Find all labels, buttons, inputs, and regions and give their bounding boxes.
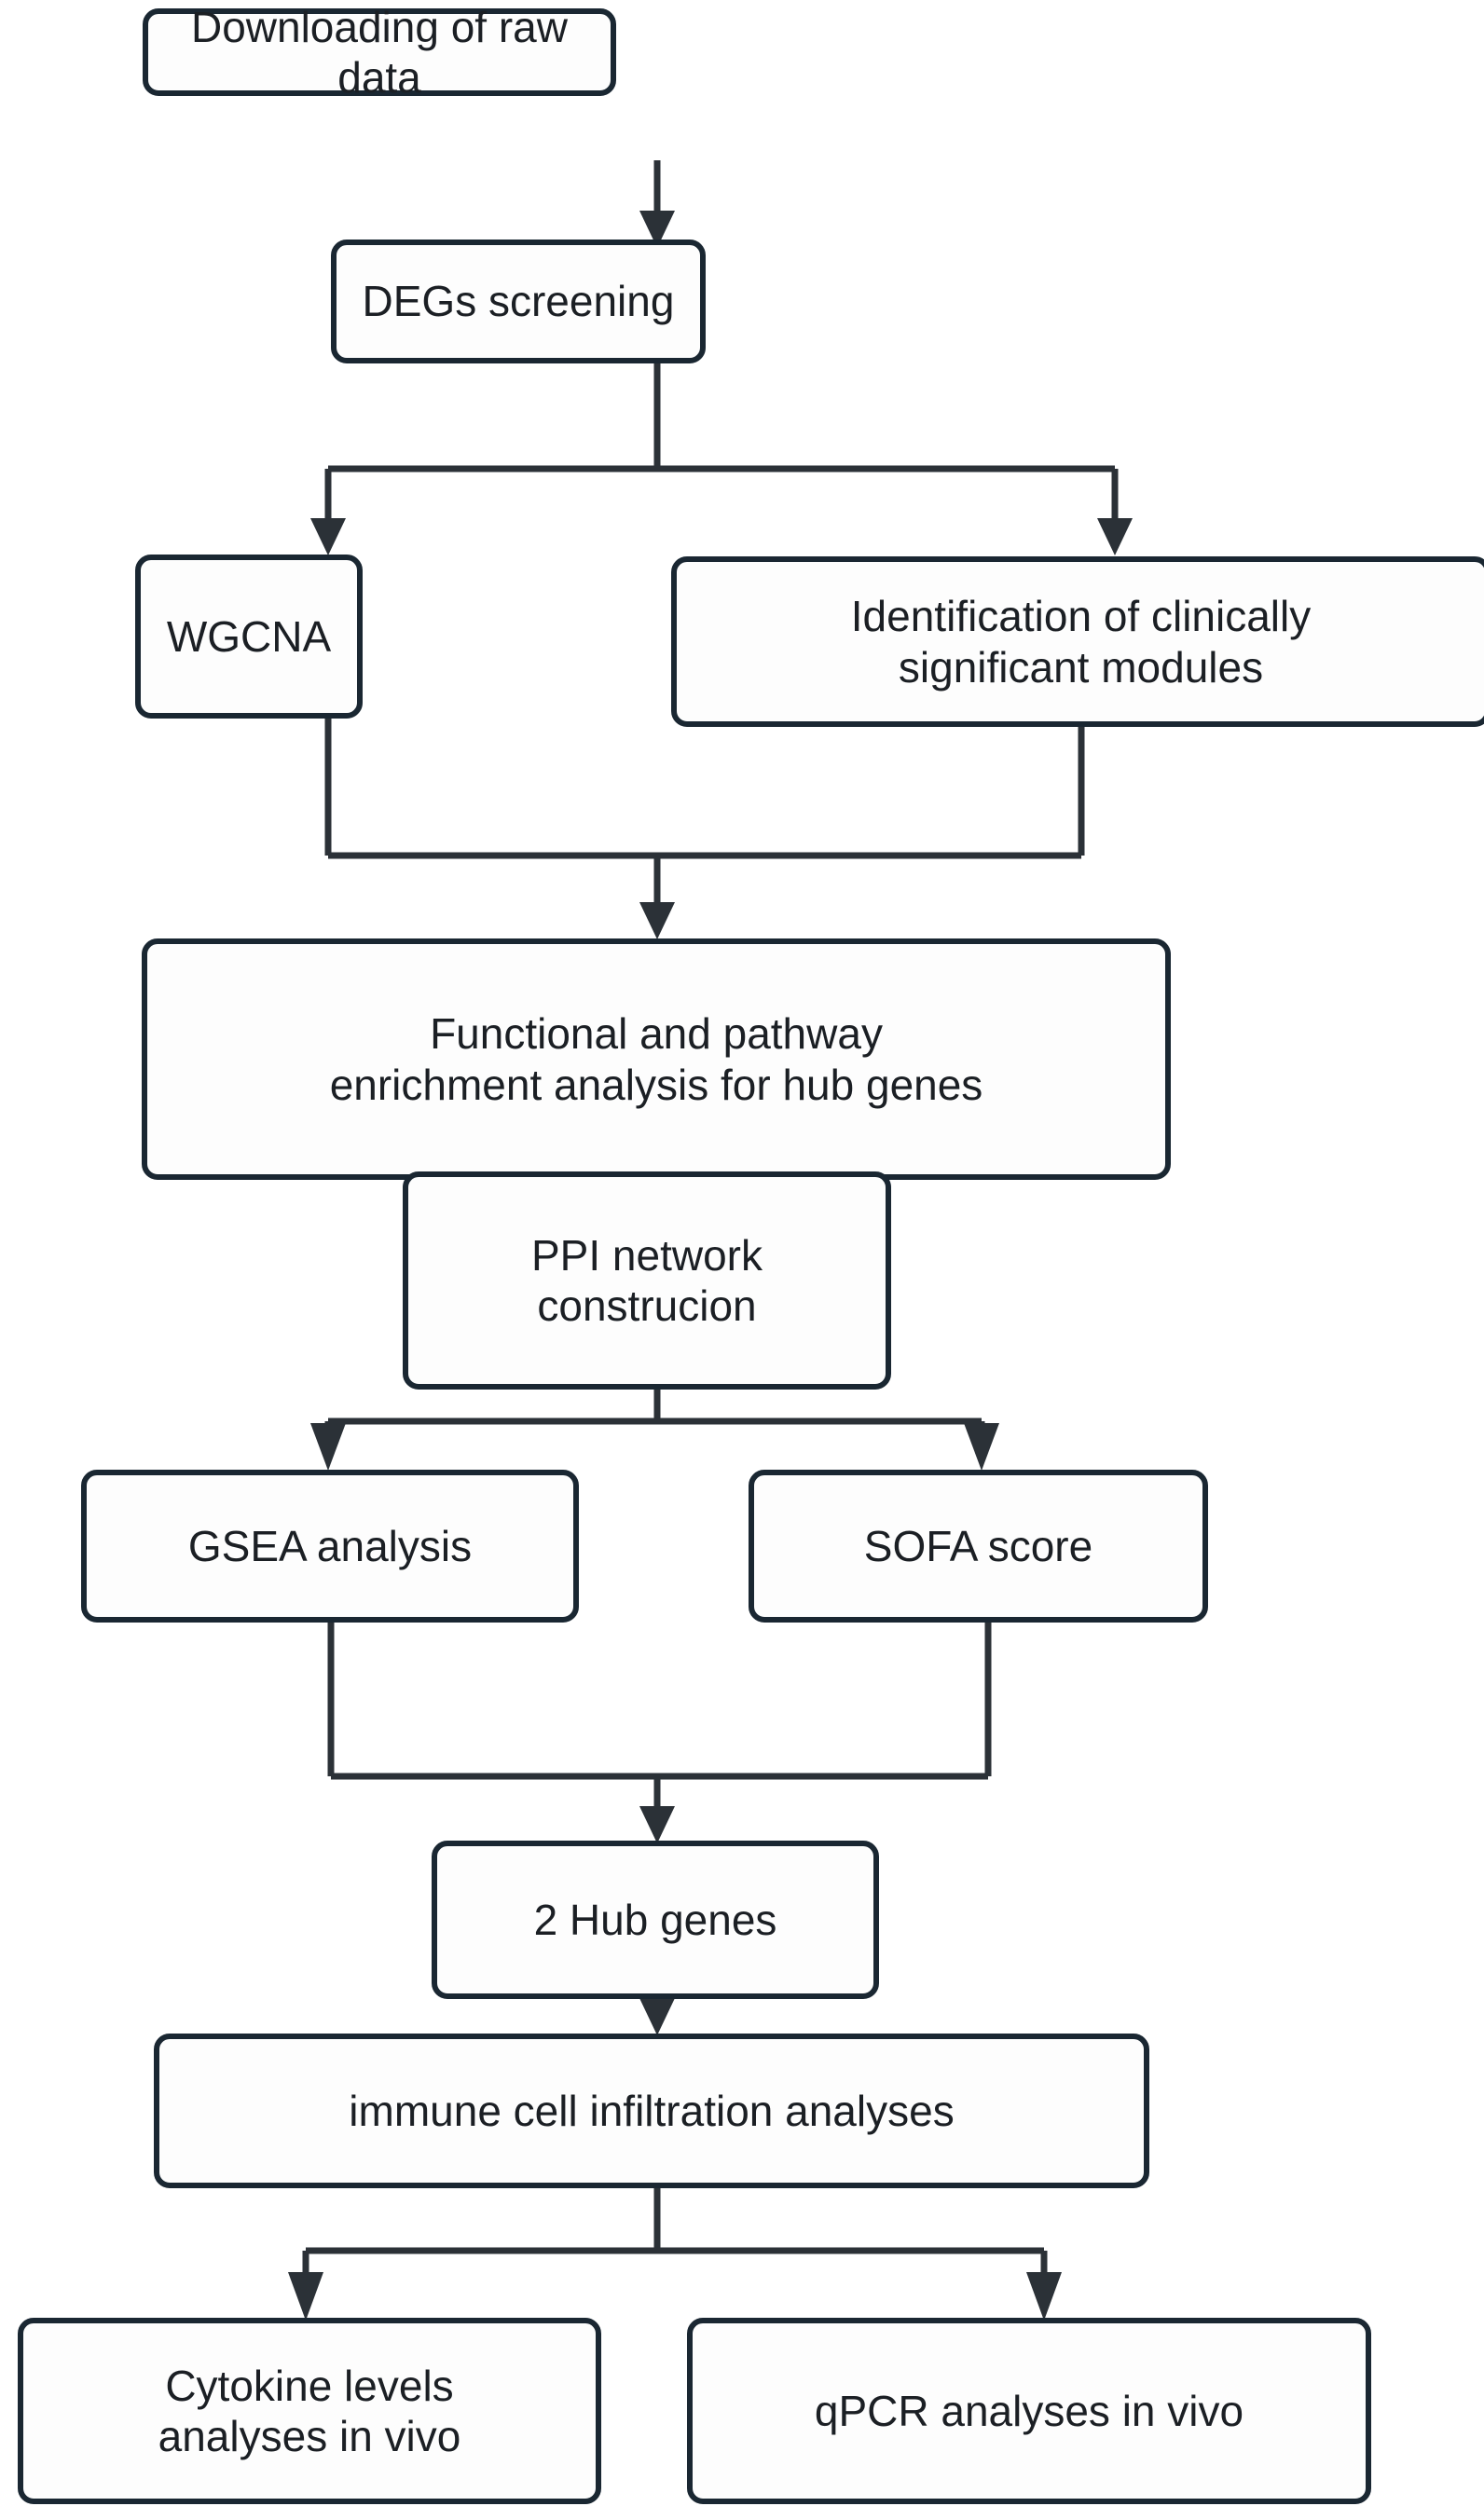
node-layer xyxy=(18,8,1484,2504)
node-wgcna-box[interactable] xyxy=(135,555,363,719)
node-hub-genes-box[interactable] xyxy=(432,1841,879,1999)
connector-merge-to-enrichment xyxy=(328,852,1081,939)
connector-immune-to-cytokine xyxy=(288,2251,323,2321)
node-cytokine-levels-box[interactable] xyxy=(18,2318,601,2504)
node-download-raw-data-box[interactable] xyxy=(143,8,616,96)
node-enrichment-analysis-box[interactable] xyxy=(142,938,1171,1180)
connector-download-to-degs xyxy=(639,160,675,248)
connector-ppi-to-gsea xyxy=(310,1421,346,1471)
connector-immune-to-qpcr xyxy=(1026,2251,1062,2321)
node-degs-screening-box[interactable] xyxy=(331,240,706,363)
node-sofa-score-box[interactable] xyxy=(749,1470,1208,1623)
connector-merge-to-hubgenes xyxy=(331,1773,988,1843)
node-gsea-analysis-box[interactable] xyxy=(81,1470,579,1623)
node-immune-infiltration-box[interactable] xyxy=(154,2034,1149,2188)
connector-immune-split-bus xyxy=(306,2185,1044,2254)
connector-degs-split-bus xyxy=(328,361,1115,472)
connector-ppi-to-sofa xyxy=(964,1421,999,1471)
connector-degs-to-modules xyxy=(1097,469,1133,555)
connector-degs-to-wgcna xyxy=(310,469,346,555)
node-qpcr-analyses-box[interactable] xyxy=(687,2318,1371,2504)
node-identification-modules-box[interactable] xyxy=(671,556,1484,727)
node-ppi-network-box[interactable] xyxy=(403,1171,891,1390)
